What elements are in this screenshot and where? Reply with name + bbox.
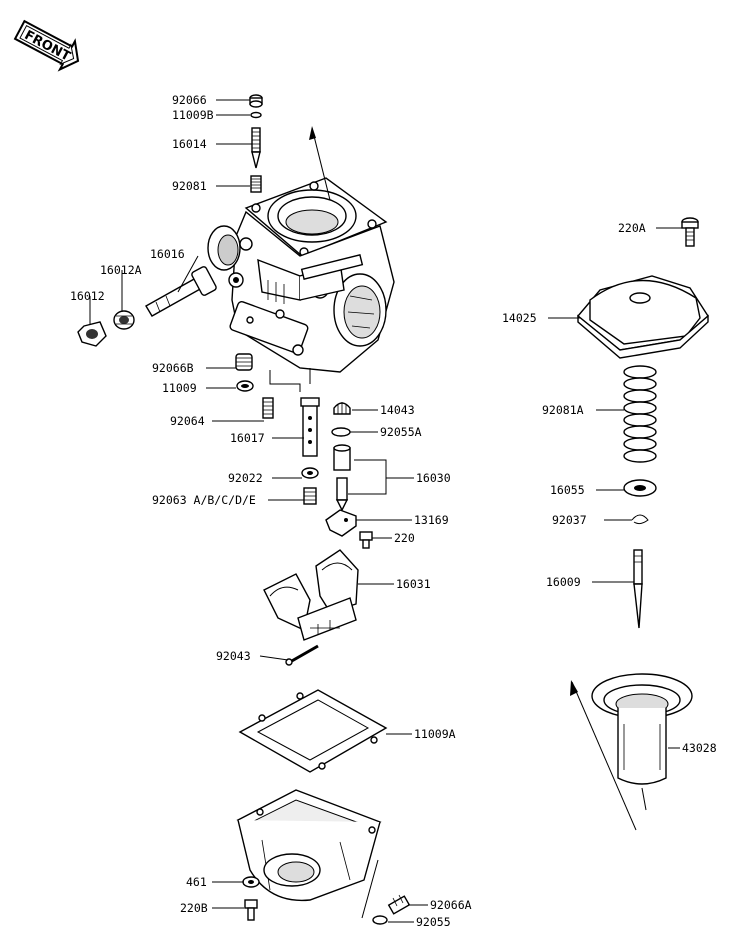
leader-lines	[89, 99, 682, 923]
label-16055: 16055	[550, 483, 585, 497]
label-16009: 16009	[546, 575, 581, 589]
label-92081A: 92081A	[542, 403, 584, 417]
part-92022-washer	[301, 467, 319, 479]
part-461-washer	[242, 876, 260, 888]
label-16012: 16012	[70, 289, 105, 303]
part-16012-cap	[77, 321, 107, 347]
label-92037: 92037	[552, 513, 587, 527]
upward-axis-arrow	[311, 127, 331, 201]
label-16016: 16016	[150, 247, 185, 261]
label-220A: 220A	[618, 221, 646, 235]
label-92081: 92081	[172, 179, 207, 193]
carburetor-body	[207, 177, 395, 373]
label-92043: 92043	[216, 649, 251, 663]
part-92064-jet	[262, 397, 274, 419]
part-92043-pin	[285, 644, 319, 666]
part-92081A-spring	[623, 365, 657, 463]
part-92081-spring	[250, 175, 262, 193]
part-14025-cover	[577, 275, 709, 359]
part-220B-screw	[244, 899, 258, 921]
label-16031: 16031	[396, 577, 431, 591]
part-92063-jet	[303, 487, 317, 505]
label-92055A: 92055A	[380, 425, 422, 439]
label-14025: 14025	[502, 311, 537, 325]
label-11009: 11009	[162, 381, 197, 395]
part-11009B-oring	[250, 111, 262, 119]
part-92055A-oring	[331, 427, 351, 437]
part-16014-screw	[251, 127, 261, 169]
label-92066A: 92066A	[430, 898, 472, 912]
part-11009A-gasket	[238, 689, 388, 773]
label-220: 220	[394, 531, 415, 545]
bowl-drain-leader	[361, 859, 379, 919]
part-92055-oring	[372, 915, 388, 925]
front-arrow-badge: FRONT	[13, 19, 80, 72]
part-16017-tube	[300, 397, 320, 457]
label-92022: 92022	[228, 471, 263, 485]
part-92066A-drain	[387, 894, 411, 915]
part-92066B-plug	[235, 353, 253, 371]
part-43028-piston	[591, 673, 693, 785]
part-92066-cap	[249, 94, 263, 108]
body-to-jets-bracket	[269, 368, 311, 392]
label-16014: 16014	[172, 137, 207, 151]
label-92066B: 92066B	[152, 361, 194, 375]
label-461: 461	[186, 875, 207, 889]
part-16031-float	[263, 549, 359, 641]
part-16030-float-valve	[333, 444, 351, 512]
label-220B: 220B	[180, 901, 208, 915]
label-13169: 13169	[414, 513, 449, 527]
part-220-screw	[359, 531, 373, 549]
label-92066: 92066	[172, 93, 207, 107]
part-16012A-nut	[113, 310, 135, 330]
part-220A-screw	[681, 217, 699, 247]
part-11009-ring	[236, 380, 254, 392]
part-16055-seat	[623, 479, 657, 497]
part-14043-cap	[333, 402, 351, 415]
piston-axis-arrow	[641, 787, 647, 811]
label-43028: 43028	[682, 741, 717, 755]
label-11009A: 11009A	[414, 727, 456, 741]
label-16012A: 16012A	[100, 263, 142, 277]
label-92063: 92063 A/B/C/D/E	[152, 493, 256, 507]
label-92055: 92055	[416, 915, 451, 929]
part-16009-needle	[633, 549, 643, 629]
label-16030: 16030	[416, 471, 451, 485]
part-92037-clip	[631, 514, 649, 525]
part-13169-bracket	[325, 509, 357, 537]
label-16017: 16017	[230, 431, 265, 445]
label-14043: 14043	[380, 403, 415, 417]
part-16016-rod	[145, 266, 217, 317]
piston-diagonal-arrow	[571, 681, 637, 831]
label-92064: 92064	[170, 414, 205, 428]
float-bowl	[236, 789, 382, 902]
label-11009B: 11009B	[172, 108, 214, 122]
